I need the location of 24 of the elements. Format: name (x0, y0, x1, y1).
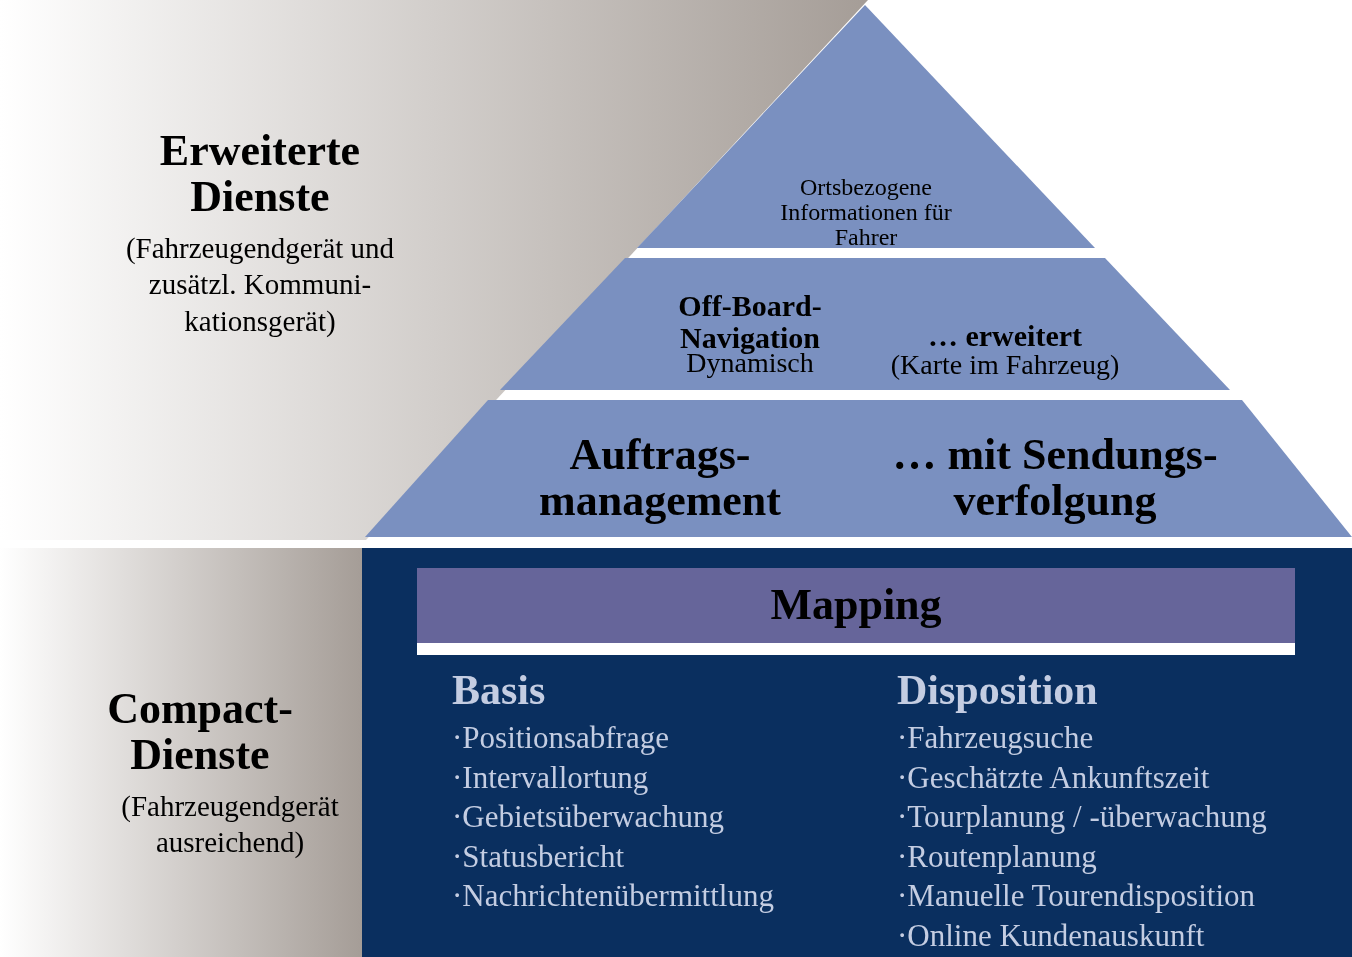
list-item: ·Manuelle Tourendisposition (897, 880, 1255, 913)
list-item: ·Statusbericht (452, 840, 625, 874)
heading: Basis (452, 668, 546, 713)
heading: … mit Sendungs- verfolgung (891, 432, 1219, 525)
header-bar (417, 568, 1295, 655)
list-item: ·Geschätzte Ankunftszeit (897, 761, 1210, 795)
list-item: ·Nachrichtenübermittlung (452, 880, 774, 913)
heading: Erweiterte Dienste (158, 128, 362, 221)
list-item: ·Intervallortung (452, 761, 649, 795)
list-item: ·Gebietsüberwachung (452, 801, 724, 834)
list-item: ·Routenplanung (897, 840, 1097, 874)
description: (Karte im Fahrzeug) (889, 350, 1121, 380)
heading: Disposition (897, 668, 1098, 713)
description: (Fahrzeugendgerät ausreichend) (120, 789, 340, 861)
list-item: ·Fahrzeugsuche (897, 722, 1094, 755)
description: (Fahrzeugendgerät und zusätzl. Kommuni- kationsgerät) (124, 231, 396, 339)
heading: Mapping (769, 582, 943, 629)
list-item: ·Tourplanung / -überwachung (897, 801, 1267, 834)
description: Ortsbezogene Informationen für Fahrer (779, 175, 953, 251)
list-item: ·Online Kundenauskunft (897, 919, 1205, 953)
heading: Auftrags- management (538, 432, 782, 525)
heading: Compact- Dienste (106, 686, 294, 779)
heading: … erweitert (926, 320, 1084, 352)
list-item: ·Positionsabfrage (452, 722, 669, 755)
